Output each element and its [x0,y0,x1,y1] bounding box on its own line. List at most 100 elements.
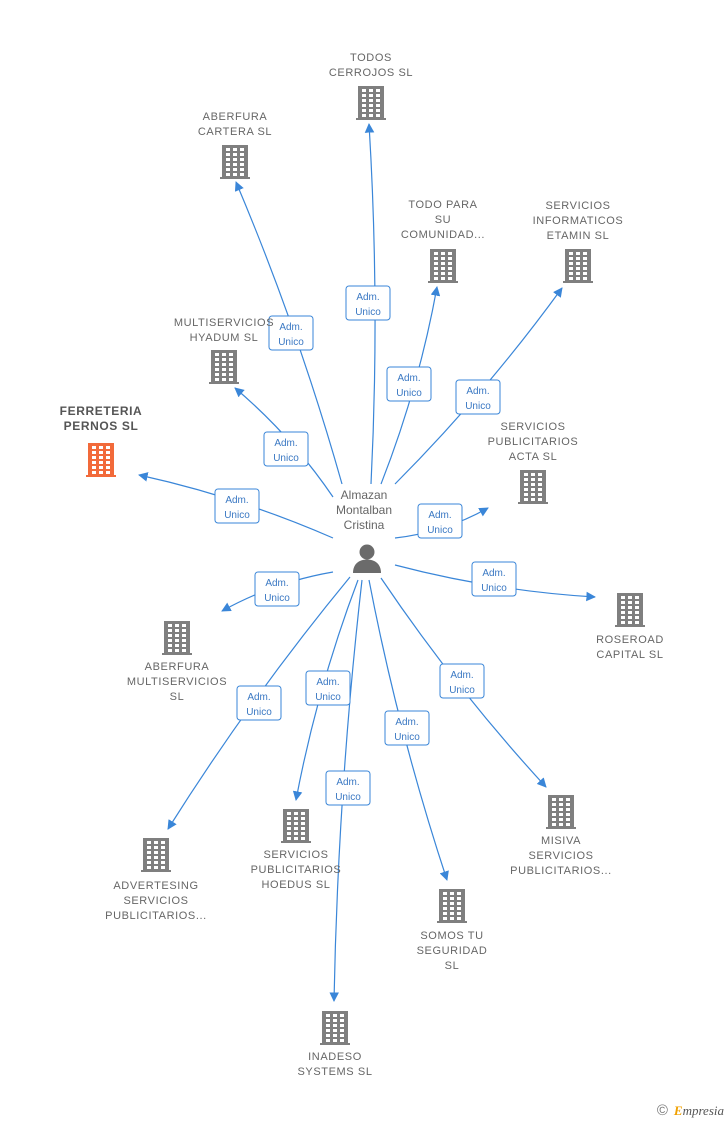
company-label-line: PUBLICITARIOS [488,436,579,448]
role-badge-ferreteria-pernos[interactable]: Adm. Unico [214,488,260,524]
company-label-line: SU [435,214,451,226]
empresia-watermark: © Empresia [657,1102,724,1119]
building-icon [428,249,458,283]
role-badge-roseroad-capital[interactable]: Adm.Unico [471,561,517,597]
role-line-2: Unico [427,525,453,536]
role-badge-inadeso-systems[interactable]: Adm. Unico [325,770,371,806]
company-label-line: COMUNIDAD... [401,229,485,241]
company-label-line: ETAMIN SL [547,230,610,242]
company-label-line: SYSTEMS SL [297,1066,372,1078]
company-label-line: SEGURIDAD [417,945,488,957]
person-icon [353,544,381,573]
role-line-2: Unico [355,307,381,318]
company-label-line: TODO PARA [408,199,477,211]
role-line-1: Adm. [395,717,418,728]
building-icon [615,593,645,627]
company-label-line: SERVICIOS [500,421,565,433]
role-badge-todos-cerrojos[interactable]: Adm.Unico [345,285,391,321]
company-label-line: SERVICIOS [123,895,188,907]
role-line-2: Unico [278,337,304,348]
building-icon [86,443,116,477]
company-node-somos-tu-seguridad[interactable]: SOMOS TU SEGURIDAD SL [417,889,488,972]
role-badge-misiva-servicios[interactable]: Adm.Unico [439,663,485,699]
company-label-line: SERVICIOS [263,849,328,861]
role-line-2: Unico [394,732,420,743]
role-line-1: Adm. [466,386,489,397]
building-icon [281,809,311,843]
building-icon [546,795,576,829]
building-icon [518,470,548,504]
company-node-servicios-informaticos-etamin[interactable]: SERVICIOS INFORMATICOS ETAMIN SL [533,200,624,283]
role-line-1: Adm. [316,677,339,688]
role-line-1: Adm. [397,373,420,384]
role-line-1: Adm. [265,578,288,589]
center-name-line-2: Montalban [336,503,392,517]
company-node-misiva-servicios[interactable]: MISIVA SERVICIOS PUBLICITARIOS... [510,795,612,877]
company-label-line: PUBLICITARIOS [251,864,342,876]
role-badge-somos-tu-seguridad[interactable]: Adm. Unico [384,710,430,746]
company-label-line: ABERFURA [145,661,210,673]
role-line-1: Adm. [247,692,270,703]
role-badge-servicios-publicitarios-hoedus[interactable]: Adm. Unico [305,670,351,706]
building-icon [162,621,192,655]
company-label-line: ABERFURA [203,111,268,123]
company-label-line: HYADUM SL [190,332,259,344]
role-line-1: Adm. [225,495,248,506]
company-node-advertesing-servicios[interactable]: ADVERTESINGSERVICIOSPUBLICITARIOS... [105,838,207,922]
role-line-2: Unico [224,510,250,521]
company-label-line: SL [445,960,460,972]
role-badge-aberfura-cartera[interactable]: Adm.Unico [268,315,314,351]
role-line-1: Adm. [336,777,359,788]
company-label-line: CARTERA SL [198,126,272,138]
center-name-line-1: Almazan [341,488,388,502]
company-node-servicios-publicitarios-hoedus[interactable]: SERVICIOS PUBLICITARIOS HOEDUS SL [251,809,342,891]
role-line-2: Unico [315,692,341,703]
role-badge-todo-para-su-comunidad[interactable]: Adm.Unico [386,366,432,402]
company-node-aberfura-cartera[interactable]: ABERFURA CARTERA SL [198,111,272,179]
company-label-line: CAPITAL SL [596,649,663,661]
company-node-roseroad-capital[interactable]: ROSEROAD CAPITAL SL [596,593,664,661]
company-label-line: MULTISERVICIOS [174,317,274,329]
company-label-line: INFORMATICOS [533,215,624,227]
center-name-line-3: Cristina [344,518,385,532]
company-node-multiservicios-hyadum[interactable]: MULTISERVICIOS HYADUM SL [174,317,274,384]
role-badge-servicios-publicitarios-acta[interactable]: Adm. Unico [417,503,463,539]
role-line-1: Adm. [274,438,297,449]
company-label-line: SERVICIOS [545,200,610,212]
company-label-line: CERROJOS SL [329,67,413,79]
company-label-line: PERNOS SL [64,419,139,433]
role-line-2: Unico [335,792,361,803]
role-badge-advertesing-servicios[interactable]: Adm. Unico [236,685,282,721]
role-badge-multiservicios-hyadum[interactable]: Adm. Unico [263,431,309,467]
company-label-line: PUBLICITARIOS... [105,910,207,922]
role-badge-aberfura-multiservicios[interactable]: Adm. Unico [254,571,300,607]
company-label-line: PUBLICITARIOS... [510,865,612,877]
role-line-2: Unico [273,453,299,464]
company-label-line: SERVICIOS [528,850,593,862]
company-label-line: SOMOS TU [420,930,483,942]
company-label-line: HOEDUS SL [262,879,331,891]
copyright-icon: © [656,1102,668,1119]
role-line-2: Unico [264,593,290,604]
role-line-2: Unico [246,707,272,718]
company-label-line: SL [170,691,185,703]
role-line-2: Unico [481,583,507,594]
building-icon [320,1011,350,1045]
role-badge-servicios-informaticos-etamin[interactable]: Adm. Unico [455,379,501,415]
role-line-2: Unico [465,401,491,412]
company-label-line: ROSEROAD [596,634,664,646]
building-icon [209,350,239,384]
company-label-line: MISIVA [541,835,581,847]
company-label-line: FERRETERIA [60,404,143,418]
center-person-node[interactable]: Almazan Montalban Cristina [336,488,392,573]
role-line-1: Adm. [428,510,451,521]
company-node-todo-para-su-comunidad[interactable]: TODO PARA SU COMUNIDAD... [401,199,485,283]
